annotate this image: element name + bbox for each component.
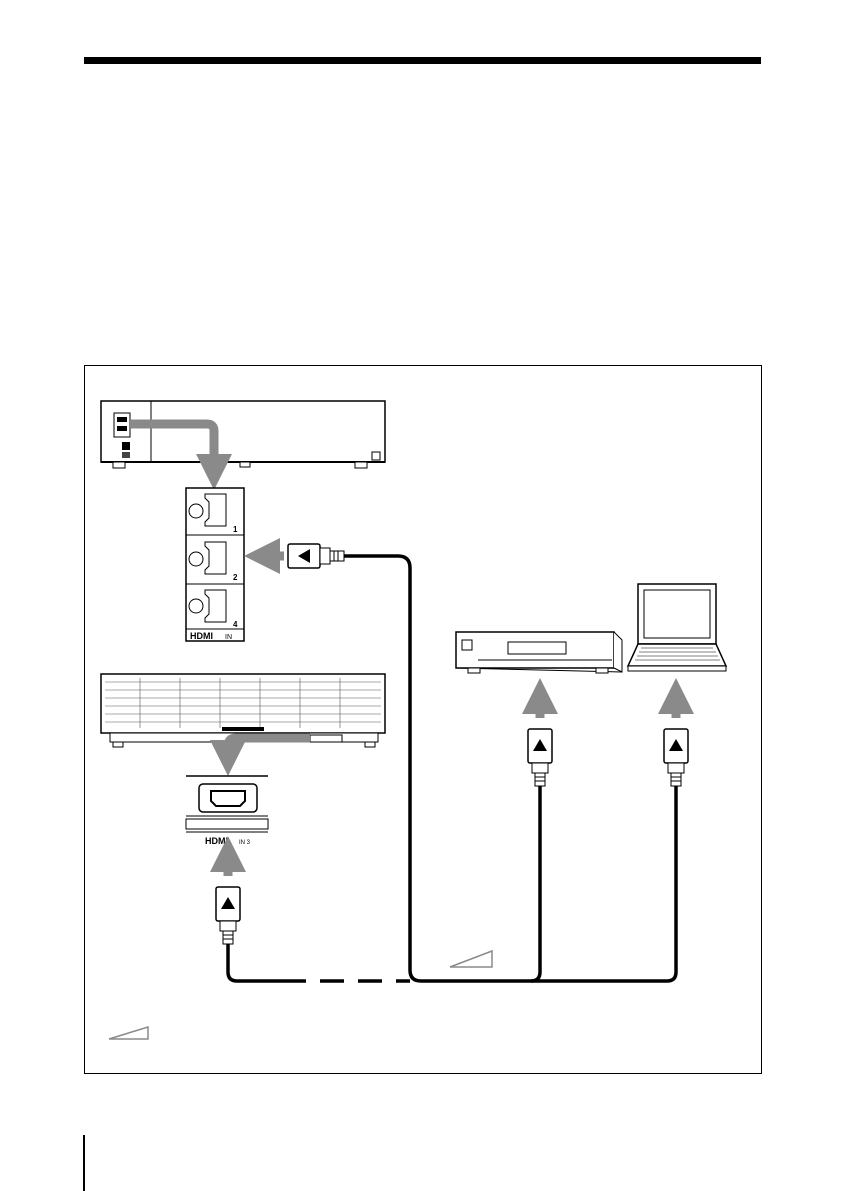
hdmi-in3-panel: HDMI IN 3	[186, 776, 268, 846]
signal-flow-arrow	[450, 951, 492, 967]
hdmi-logo-in3: HDMI	[205, 836, 228, 846]
hdmi-logo: HDMI	[190, 631, 213, 641]
signal-flow-legend-arrow	[109, 1027, 148, 1039]
hdmi-in3-label: IN 3	[239, 840, 251, 846]
hdmi-plug-video	[528, 729, 552, 786]
cable-video	[531, 786, 540, 981]
hdmi-plug-in3	[216, 887, 240, 944]
hdmi-in-label: IN	[225, 634, 232, 641]
hdmi-input-panel: 1 2 4 HDMI IN	[186, 488, 244, 641]
hdmi-plug-panel	[288, 544, 344, 568]
laptop-computer	[628, 584, 726, 671]
video-equipment	[456, 632, 622, 673]
cable-laptop	[530, 786, 676, 981]
port-number-4: 4	[233, 620, 238, 629]
zoom-arrow-bottom	[228, 738, 310, 758]
cable-in3	[228, 944, 282, 981]
cable-to-panel	[344, 556, 530, 981]
hdmi-plug-laptop	[664, 729, 688, 786]
port-number-2: 2	[233, 573, 238, 582]
port-number-1: 1	[233, 525, 238, 534]
projector-rear-view	[101, 401, 385, 468]
